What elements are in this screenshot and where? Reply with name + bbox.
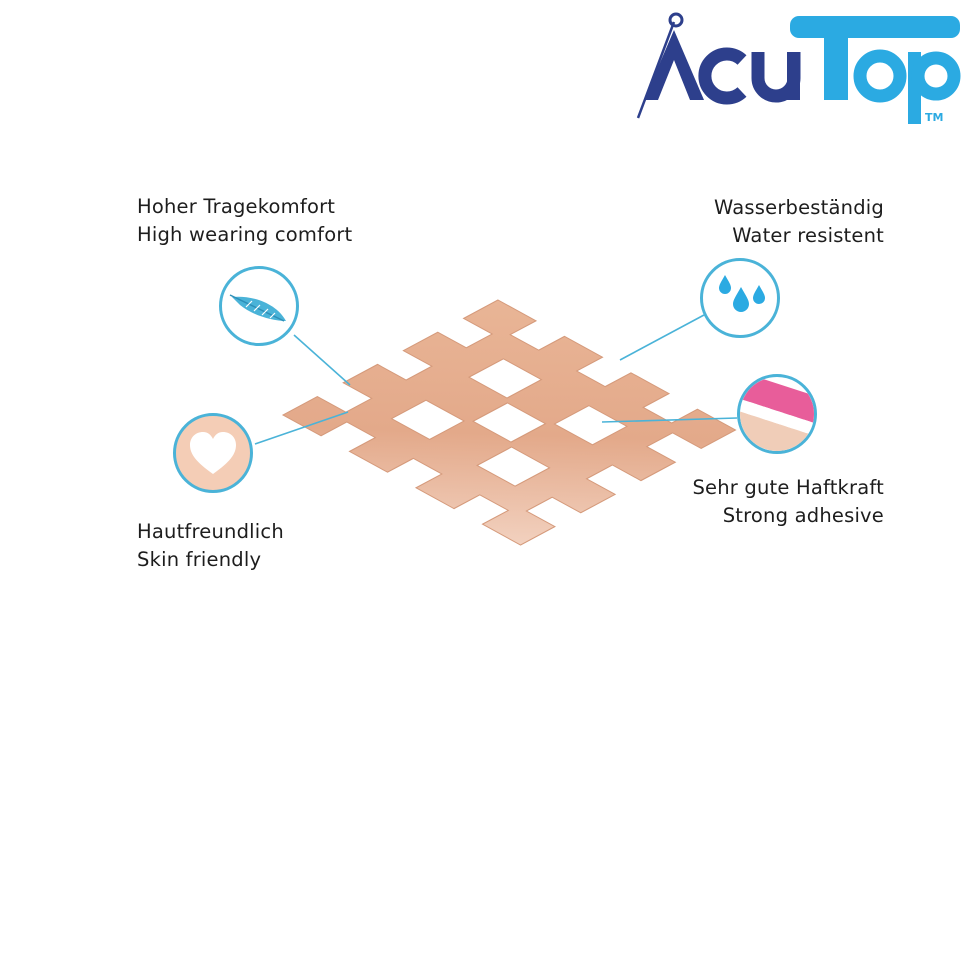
comfort-label-de: Hoher Tragekomfort — [137, 195, 336, 218]
feature-label-comfort: Hoher Tragekomfort High wearing comfort — [137, 193, 352, 249]
feature-label-adhesive: Sehr gute Haftkraft Strong adhesive — [692, 474, 884, 530]
feature-label-water: Wasserbeständig Water resistent — [714, 194, 884, 250]
adhesive-layer-icon — [737, 374, 817, 454]
comfort-label-en: High wearing comfort — [137, 223, 353, 246]
cross-tape-grid — [281, 299, 737, 546]
feather-icon — [219, 266, 299, 346]
water-label-de: Wasserbeständig — [714, 196, 884, 219]
heart-icon — [173, 413, 253, 493]
feature-label-skin: Hautfreundlich Skin friendly — [137, 518, 284, 574]
adhesive-label-en: Strong adhesive — [722, 504, 884, 527]
water-label-en: Water resistent — [732, 224, 884, 247]
connector-lines — [254, 314, 738, 445]
adhesive-label-de: Sehr gute Haftkraft — [692, 476, 884, 499]
skin-label-en: Skin friendly — [137, 548, 262, 571]
water-drops-icon — [700, 258, 780, 338]
needle-icon — [636, 21, 676, 119]
svg-text:TM: TM — [925, 111, 943, 124]
skin-label-de: Hautfreundlich — [137, 520, 284, 543]
acutop-logo: TM — [636, 12, 961, 124]
